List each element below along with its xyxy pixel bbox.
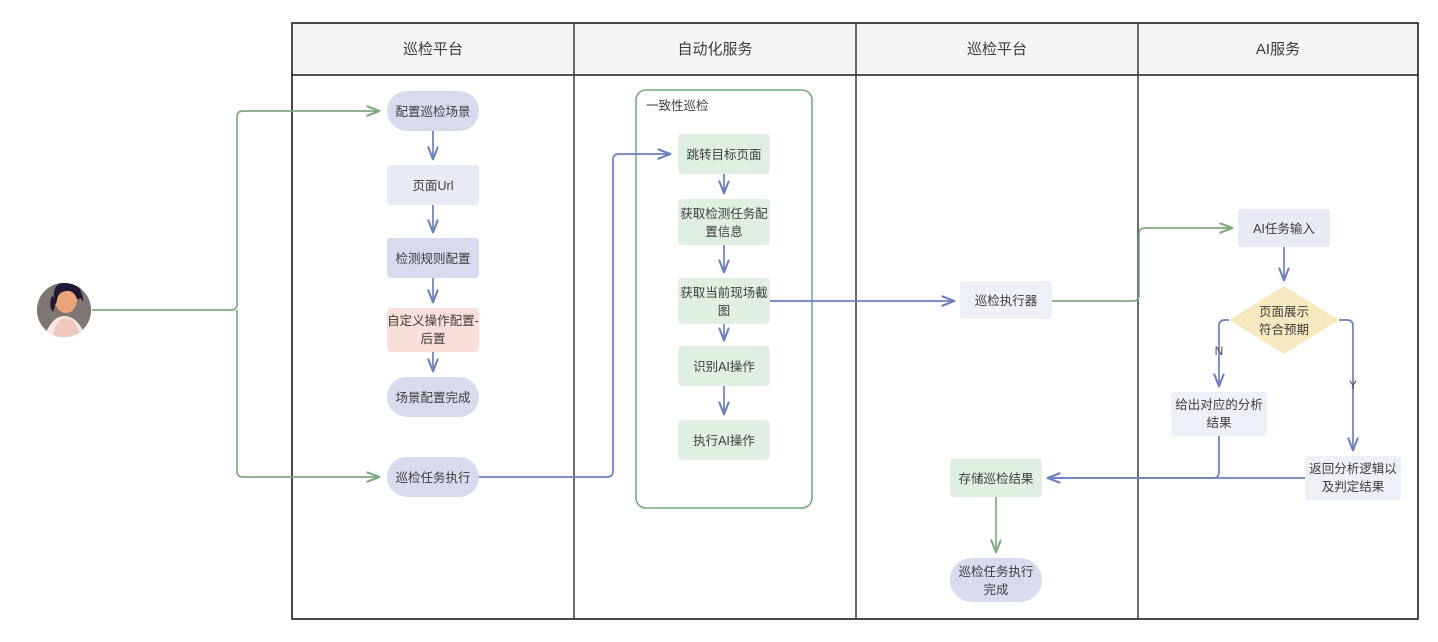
node-label: 巡检执行器 <box>975 293 1038 308</box>
node-label-line2: 完成 <box>983 582 1008 597</box>
node-detect-rule-config[interactable]: 检测规则配置 <box>387 238 479 278</box>
node-label-line1: 返回分析逻辑以 <box>1309 462 1397 476</box>
node-label-line1: 巡检任务执行 <box>958 564 1033 579</box>
lane-title-2: 自动化服务 <box>677 41 752 58</box>
node-label: 配置巡检场景 <box>395 104 470 119</box>
node-shape <box>960 281 1052 319</box>
node-return-analysis-logic[interactable]: 返回分析逻辑以 及判定结果 <box>1305 456 1401 500</box>
edge-decision-no-to-analysis <box>1219 319 1229 386</box>
node-label-line2: 后置 <box>420 332 445 346</box>
edge-actor-to-task-exec <box>236 310 379 477</box>
node-label: 识别AI操作 <box>693 359 755 374</box>
node-shape <box>387 457 479 497</box>
node-page-url[interactable]: 页面Url <box>387 165 479 205</box>
lane-title-3: 巡检平台 <box>967 41 1027 58</box>
lane-title-1: 巡检平台 <box>403 41 463 58</box>
node-shape <box>387 91 479 131</box>
node-label: 页面Url <box>413 179 454 193</box>
node-label-line2: 结果 <box>1206 416 1232 430</box>
node-goto-target-page[interactable]: 跳转目标页面 <box>678 134 770 174</box>
node-label-line2: 及判定结果 <box>1322 479 1385 494</box>
node-give-analysis-result[interactable]: 给出对应的分析 结果 <box>1171 392 1267 436</box>
edge-task-exec-to-goto-page <box>479 154 670 478</box>
decision-diamond-shape <box>1229 286 1339 354</box>
branch-label-no: N <box>1215 344 1224 358</box>
node-label: 执行AI操作 <box>693 433 755 448</box>
node-scene-config-done[interactable]: 场景配置完成 <box>387 377 479 417</box>
lane-header-strip <box>292 23 1418 75</box>
edge-decision-yes-to-return-logic <box>1339 319 1353 450</box>
node-shape <box>1171 392 1267 436</box>
node-label-line1: 页面展示 <box>1259 305 1309 319</box>
node-label-line1: 获取检测任务配 <box>680 206 768 221</box>
edge-analysis-to-store <box>1048 436 1220 478</box>
node-label: AI任务输入 <box>1253 221 1315 236</box>
node-label-line2: 置信息 <box>705 224 743 239</box>
group-label: 一致性巡检 <box>646 98 709 113</box>
node-store-inspection-result[interactable]: 存储巡检结果 <box>950 459 1042 497</box>
node-decision-page-as-expected[interactable]: 页面展示 符合预期 <box>1229 286 1339 354</box>
node-label-line2: 图 <box>718 304 731 318</box>
node-label: 检测规则配置 <box>395 251 470 266</box>
node-shape <box>950 558 1042 602</box>
node-inspection-task-exec[interactable]: 巡检任务执行 <box>387 457 479 497</box>
lane-title-4: AI服务 <box>1256 41 1300 58</box>
edge-executor-to-ai-input <box>1052 228 1232 302</box>
node-get-current-screenshot[interactable]: 获取当前现场截 图 <box>678 278 770 324</box>
node-shape <box>1305 456 1401 500</box>
edge-actor-to-config-scene <box>92 111 379 311</box>
node-inspection-executor[interactable]: 巡检执行器 <box>960 281 1052 319</box>
node-label: 跳转目标页面 <box>686 147 761 162</box>
node-shape <box>678 278 770 324</box>
node-label-line2: 符合预期 <box>1259 322 1309 337</box>
node-custom-operation-post[interactable]: 自定义操作配置- 后置 <box>387 308 479 352</box>
branch-label-yes: Y <box>1349 378 1357 392</box>
node-shape <box>387 238 479 278</box>
node-shape <box>387 308 479 352</box>
node-config-scene[interactable]: 配置巡检场景 <box>387 91 479 131</box>
node-inspection-task-done[interactable]: 巡检任务执行 完成 <box>950 558 1042 602</box>
node-label-line1: 获取当前现场截 <box>680 285 768 300</box>
node-shape <box>950 459 1042 497</box>
node-shape <box>387 165 479 205</box>
lane-outer-border <box>291 22 1419 620</box>
node-recognize-ai-operation[interactable]: 识别AI操作 <box>678 346 770 386</box>
edge-layer <box>92 111 1353 552</box>
swimlane-frame: 巡检平台 自动化服务 巡检平台 AI服务 <box>291 22 1419 620</box>
node-shape <box>678 134 770 174</box>
node-label: 巡检任务执行 <box>395 470 470 485</box>
node-get-detect-task-config[interactable]: 获取检测任务配 置信息 <box>678 199 770 245</box>
user-avatar[interactable] <box>37 282 91 337</box>
node-shape <box>1238 209 1330 247</box>
node-ai-task-input[interactable]: AI任务输入 <box>1238 209 1330 247</box>
avatar-illustration <box>37 283 91 337</box>
node-shape <box>678 420 770 460</box>
node-shape <box>678 346 770 386</box>
node-label-line1: 给出对应的分析 <box>1175 397 1263 412</box>
node-execute-ai-operation[interactable]: 执行AI操作 <box>678 420 770 460</box>
node-label: 场景配置完成 <box>395 390 470 405</box>
node-label: 存储巡检结果 <box>958 471 1034 486</box>
node-shape <box>678 199 770 245</box>
node-label-line1: 自定义操作配置- <box>387 313 479 328</box>
node-shape <box>387 377 479 417</box>
